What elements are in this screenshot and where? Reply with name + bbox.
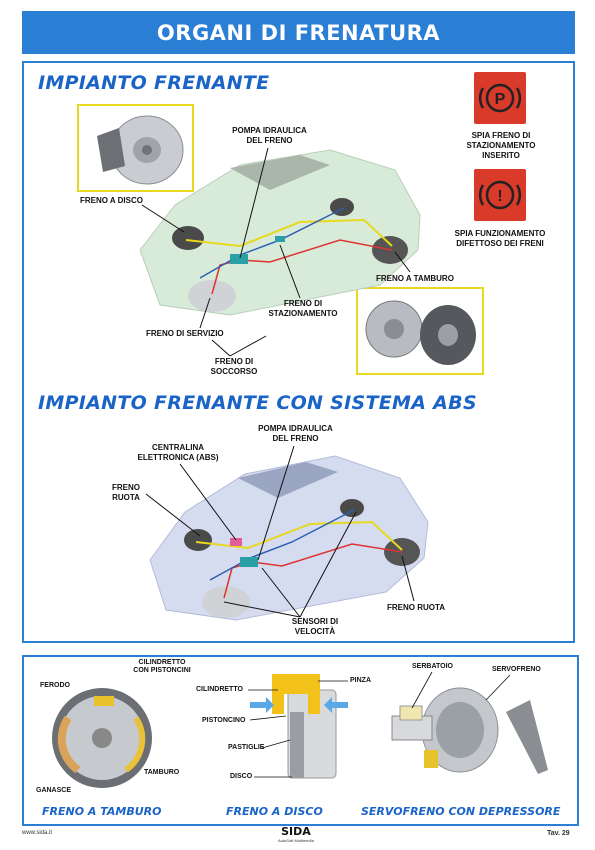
svg-text:P: P bbox=[495, 91, 506, 108]
servo-brake-title: SERVOFRENO CON DEPRESSORE bbox=[361, 805, 561, 818]
disc-brake-photo bbox=[97, 115, 184, 185]
servo-label-reservoir: SERBATOIO bbox=[412, 663, 453, 670]
label-disc-brake: FRENO A DISCO bbox=[80, 196, 143, 205]
drum-label-lining: FERODO bbox=[40, 682, 70, 689]
drum-brake-photo-frame bbox=[356, 287, 484, 375]
drum-label-drum: TAMBURO bbox=[144, 769, 180, 776]
disc-label-caliper: PINZA bbox=[350, 677, 371, 684]
disc-label-disc: DISCO bbox=[230, 773, 253, 780]
footer-brand-sub: AutoSoft Multimedia bbox=[278, 838, 314, 843]
abs-label-ecu: CENTRALINA ELETTRONICA (ABS) bbox=[137, 443, 219, 462]
servo-label-booster: SERVOFRENO bbox=[492, 666, 541, 673]
parking-brake-warning-icon: P bbox=[478, 83, 522, 113]
label-drum-brake: FRENO A TAMBURO bbox=[376, 274, 454, 283]
drum-brake-photo bbox=[365, 300, 476, 365]
svg-text:!: ! bbox=[497, 188, 502, 205]
footer-website: www.sida.it bbox=[22, 830, 53, 836]
abs-label-pump: POMPA IDRAULICA DEL FRENO bbox=[258, 424, 333, 443]
label-emergency-brake: FRENO DI SOCCORSO bbox=[210, 357, 258, 376]
page-header: ORGANI DI FRENATURA bbox=[22, 11, 575, 54]
abs-label-wheel-brake-right: FRENO RUOTA bbox=[387, 603, 446, 612]
drum-label-shoes: GANASCE bbox=[36, 787, 72, 794]
parking-brake-warning-light: P bbox=[474, 72, 526, 124]
drum-brake-title: FRENO A TAMBURO bbox=[42, 805, 162, 818]
parking-brake-warning-label: SPIA FRENO DI STAZIONAMENTO INSERITO bbox=[466, 131, 536, 160]
drum-label-cylinder: CILINDRETTO CON PISTONCINI bbox=[133, 659, 191, 674]
disc-label-pads: PASTIGLIE bbox=[228, 744, 265, 751]
abs-label-wheel-brake-left: FRENO RUOTA bbox=[112, 483, 140, 502]
page-title: ORGANI DI FRENATURA bbox=[156, 20, 441, 45]
label-service-brake: FRENO DI SERVIZIO bbox=[146, 329, 224, 338]
brake-fault-warning-label: SPIA FUNZIONAMENTO DIFETTOSO DEI FRENI bbox=[454, 229, 546, 248]
section2-title: IMPIANTO FRENANTE CON SISTEMA ABS bbox=[38, 392, 477, 414]
disc-label-piston: PISTONCINO bbox=[202, 717, 246, 724]
footer-brand: SIDA AutoSoft Multimedia bbox=[278, 825, 314, 843]
footer-brand-name: SIDA bbox=[281, 825, 311, 838]
section1-title: IMPIANTO FRENANTE bbox=[38, 72, 270, 94]
label-parking-brake: FRENO DI STAZIONAMENTO bbox=[268, 299, 338, 318]
disc-brake-title: FRENO A DISCO bbox=[226, 805, 323, 818]
brake-fault-warning-light: ! bbox=[474, 169, 526, 221]
label-pump: POMPA IDRAULICA DEL FRENO bbox=[232, 126, 307, 145]
abs-label-speed-sensors: SENSORI DI VELOCITÀ bbox=[291, 617, 339, 636]
disc-brake-photo-frame bbox=[77, 104, 194, 192]
disc-label-cylinder: CILINDRETTO bbox=[196, 686, 243, 693]
footer-plate-number: Tav. 29 bbox=[547, 830, 570, 837]
brake-fault-warning-icon: ! bbox=[478, 180, 522, 210]
